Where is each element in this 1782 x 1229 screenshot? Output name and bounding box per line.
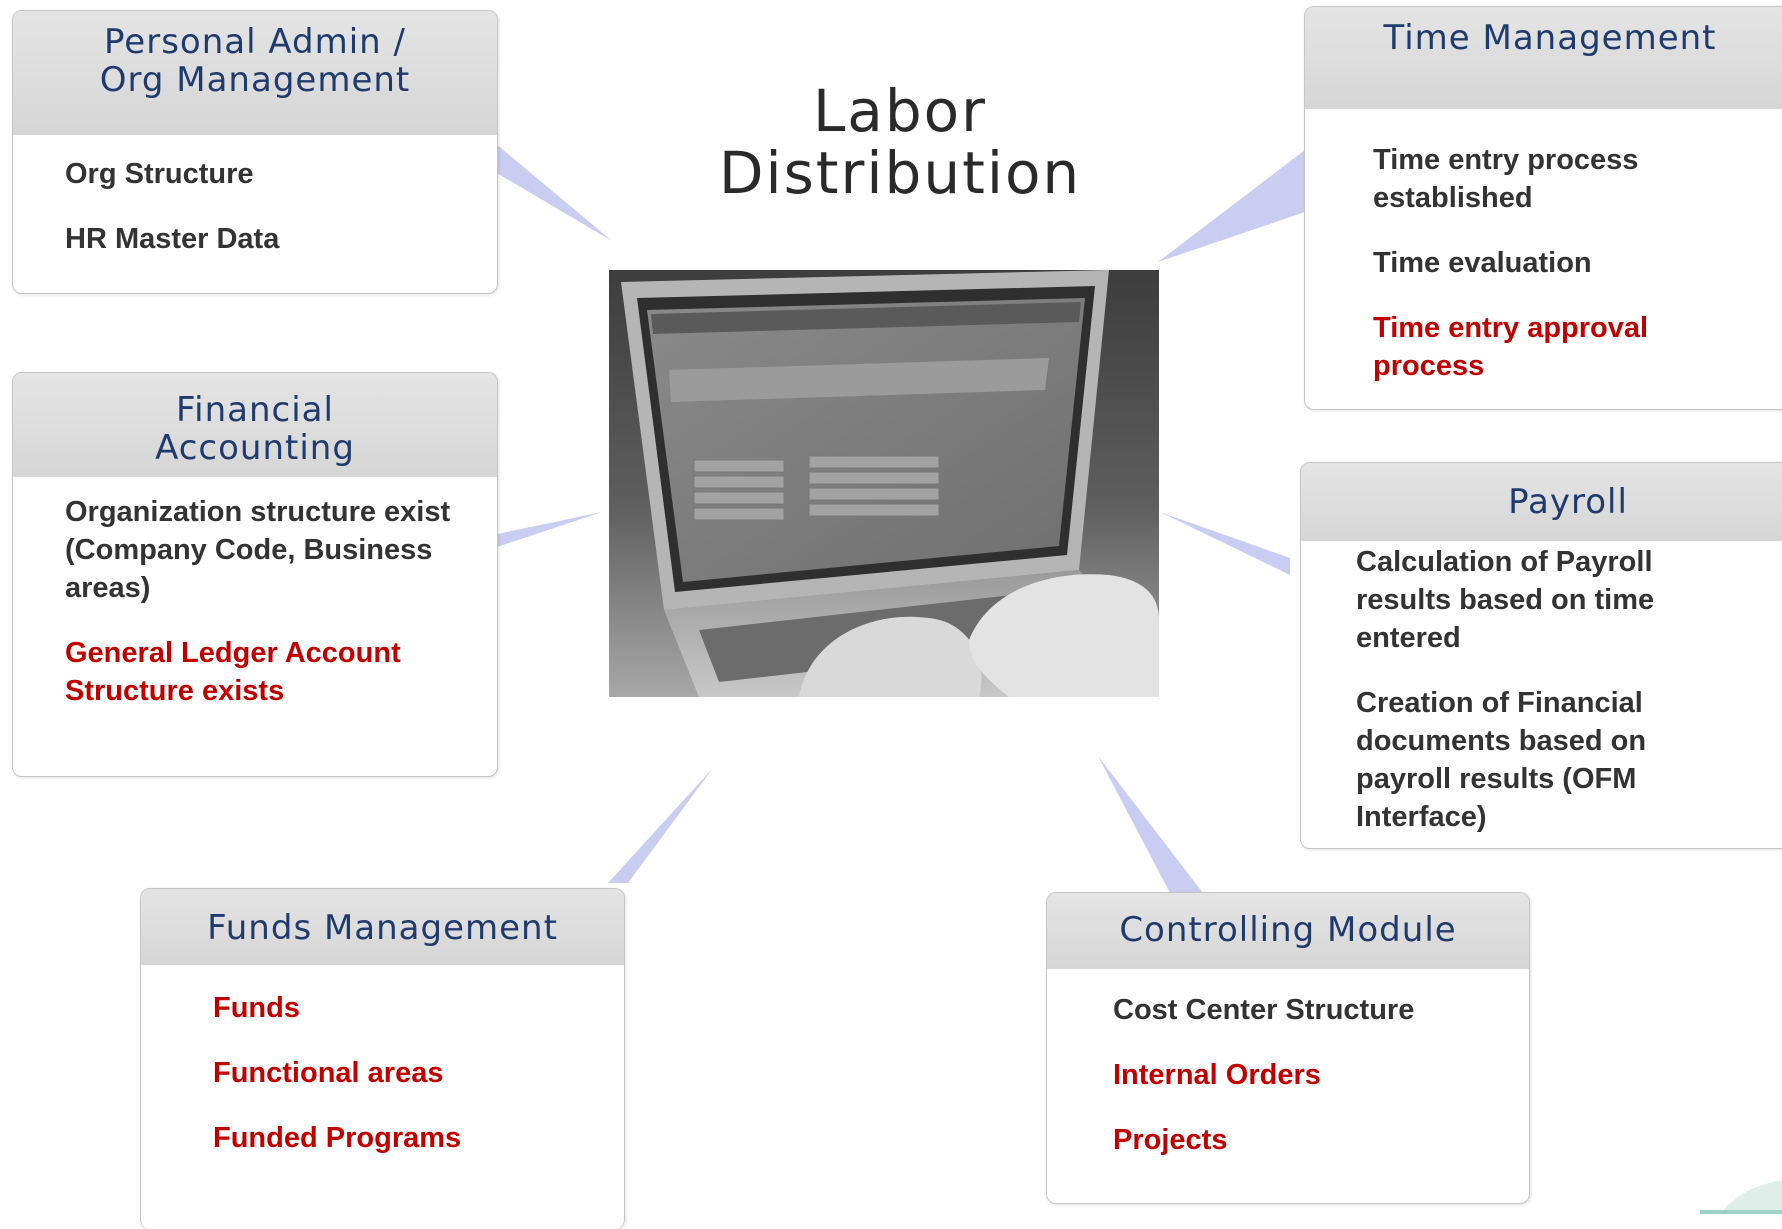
controlling-module-item: Projects xyxy=(1113,1124,1228,1156)
time-management-header-line-1: Time Management xyxy=(1383,18,1717,58)
personal-admin-item: HR Master Data xyxy=(65,223,280,255)
time-management-item: Time entry approval process xyxy=(1373,312,1649,382)
controlling-module-items: Cost Center Structure Internal Orders Pr… xyxy=(1047,969,1529,1159)
controlling-module-item: Cost Center Structure xyxy=(1113,994,1415,1026)
title-line-2: Distribution xyxy=(718,139,1082,207)
financial-accounting-item: Organization structure exist (Company Co… xyxy=(65,496,451,604)
time-management-box: Time Management Time entry process estab… xyxy=(1304,6,1782,410)
funds-management-item: Functional areas xyxy=(213,1057,444,1089)
time-management-items: Time entry process established Time eval… xyxy=(1305,109,1782,385)
financial-accounting-items: Organization structure exist (Company Co… xyxy=(13,477,497,710)
time-management-item: Time entry process established xyxy=(1373,144,1639,214)
corner-decoration xyxy=(1700,1170,1782,1214)
time-management-item: Time evaluation xyxy=(1373,247,1592,279)
connector-payroll xyxy=(1160,512,1290,575)
funds-management-item: Funded Programs xyxy=(213,1122,462,1154)
payroll-item: Creation of Financial documents based on… xyxy=(1356,687,1647,833)
payroll-items: Calculation of Payroll results based on … xyxy=(1301,541,1782,836)
funds-management-header: Funds Management xyxy=(141,889,624,965)
controlling-module-box: Controlling Module Cost Center Structure… xyxy=(1046,892,1530,1204)
payroll-header-line-1: Payroll xyxy=(1508,482,1628,522)
funds-management-box: Funds Management Funds Functional areas … xyxy=(140,888,625,1229)
laptop-photo xyxy=(609,270,1159,697)
time-management-header: Time Management xyxy=(1305,7,1782,109)
connector-funds-management xyxy=(608,768,713,883)
title-line-1: Labor xyxy=(812,77,987,145)
payroll-box: Payroll Calculation of Payroll results b… xyxy=(1300,462,1782,849)
controlling-module-item: Internal Orders xyxy=(1113,1059,1321,1091)
personal-admin-box: Personal Admin / Org Management Org Stru… xyxy=(12,10,498,294)
payroll-item: Calculation of Payroll results based on … xyxy=(1356,546,1655,654)
financial-accounting-header-line-1: Financial xyxy=(176,390,334,430)
diagram-title: Labor Distribution xyxy=(640,80,1160,204)
personal-admin-items: Org Structure HR Master Data xyxy=(13,135,497,258)
personal-admin-header-line-2: Org Management xyxy=(99,60,411,100)
funds-management-header-line-1: Funds Management xyxy=(207,908,558,948)
funds-management-item: Funds xyxy=(213,992,300,1024)
financial-accounting-box: Financial Accounting Organization struct… xyxy=(12,372,498,777)
connector-financial-accounting xyxy=(488,512,602,550)
personal-admin-item: Org Structure xyxy=(65,158,254,190)
personal-admin-header-line-1: Personal Admin / xyxy=(104,22,406,62)
financial-accounting-header: Financial Accounting xyxy=(13,373,497,477)
connector-personal-admin xyxy=(495,143,612,241)
payroll-header: Payroll xyxy=(1301,463,1782,541)
personal-admin-header: Personal Admin / Org Management xyxy=(13,11,497,135)
connector-controlling xyxy=(1098,756,1203,893)
controlling-module-header-line-1: Controlling Module xyxy=(1119,910,1457,950)
financial-accounting-header-line-2: Accounting xyxy=(155,428,355,468)
funds-management-items: Funds Functional areas Funded Programs xyxy=(141,965,624,1157)
controlling-module-header: Controlling Module xyxy=(1047,893,1529,969)
financial-accounting-item: General Ledger Account Structure exists xyxy=(65,637,401,707)
connector-time-management xyxy=(1158,150,1305,262)
